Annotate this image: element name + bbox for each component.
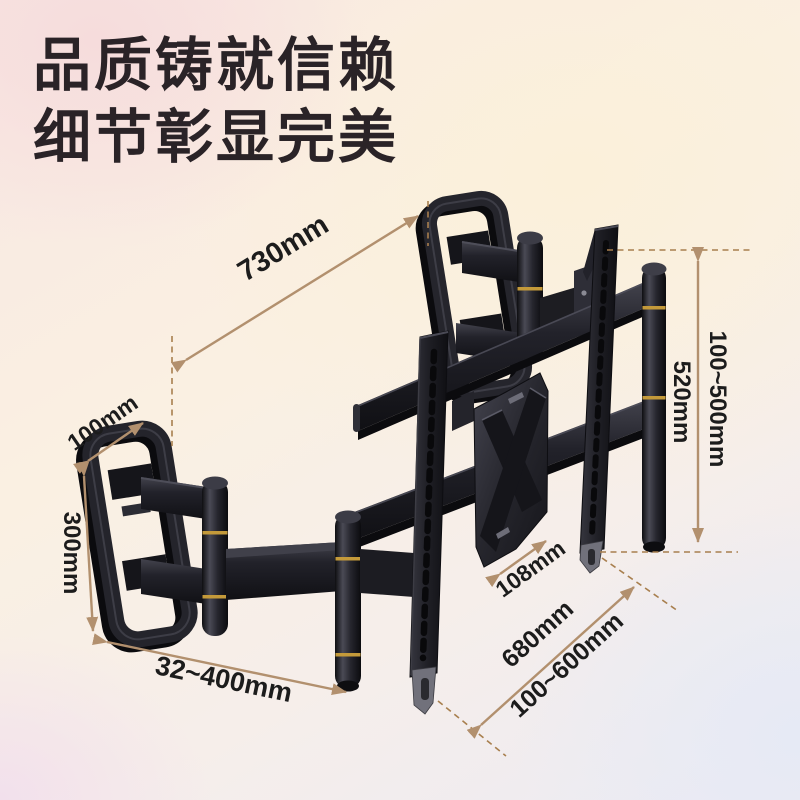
dimension-300: 300mm <box>58 461 99 632</box>
dimension-520-label: 520mm <box>668 361 695 444</box>
rail-slots <box>589 240 609 538</box>
rail-slots <box>419 348 438 662</box>
left-hinge-column <box>202 480 228 636</box>
headline-line-1: 品质铸就信赖 <box>33 33 400 98</box>
plate-slit <box>508 392 524 404</box>
gold-ring <box>517 287 543 291</box>
center-plate <box>452 372 549 568</box>
gold-ring <box>202 531 228 535</box>
plate-slit <box>496 527 510 539</box>
dimension-arrow <box>466 586 635 739</box>
top-arm-link-upper <box>462 241 525 283</box>
left-arm-link-lower <box>141 559 213 605</box>
gold-ring <box>335 557 361 561</box>
tv-rails <box>409 224 619 715</box>
left-wall-plate <box>76 420 198 653</box>
gold-ring <box>202 595 228 599</box>
dimension-arrow <box>77 461 99 632</box>
screw-hole <box>581 290 587 296</box>
gold-ring <box>642 396 666 400</box>
center-plate-tab <box>452 391 474 431</box>
headline: 品质铸就信赖 细节彰显完美 <box>33 30 399 174</box>
dimension-arrow <box>485 540 547 588</box>
dimension-300-label: 300mm <box>58 512 85 595</box>
right-pivot-post <box>641 262 667 553</box>
headline-line-2: 细节彰显完美 <box>33 105 400 170</box>
dimension-680-and-100-600: 680mm 100~600mm <box>437 557 679 757</box>
left-extension-arm <box>226 542 342 600</box>
dimension-arrow <box>170 214 419 373</box>
extension-line <box>437 700 507 757</box>
dimension-520-and-100-500: 520mm 100~500mm <box>600 247 752 553</box>
dimension-100-500-label: 100~500mm <box>704 331 731 468</box>
left-pivot-post <box>335 514 361 688</box>
dimension-32-400: 32~400mm <box>92 633 347 708</box>
extension-line <box>601 557 679 612</box>
x-rib <box>480 388 546 552</box>
gold-ring <box>335 653 361 657</box>
post-to-rail-link <box>360 549 414 597</box>
gold-ring <box>642 306 666 310</box>
dimension-32-400-label: 32~400mm <box>153 650 295 708</box>
left-arm-assembly <box>76 420 414 692</box>
dimension-arrow <box>92 633 347 696</box>
crossbar-end-cap <box>353 404 360 432</box>
left-arm-link-upper <box>141 477 213 520</box>
dimension-arrow <box>73 422 144 474</box>
